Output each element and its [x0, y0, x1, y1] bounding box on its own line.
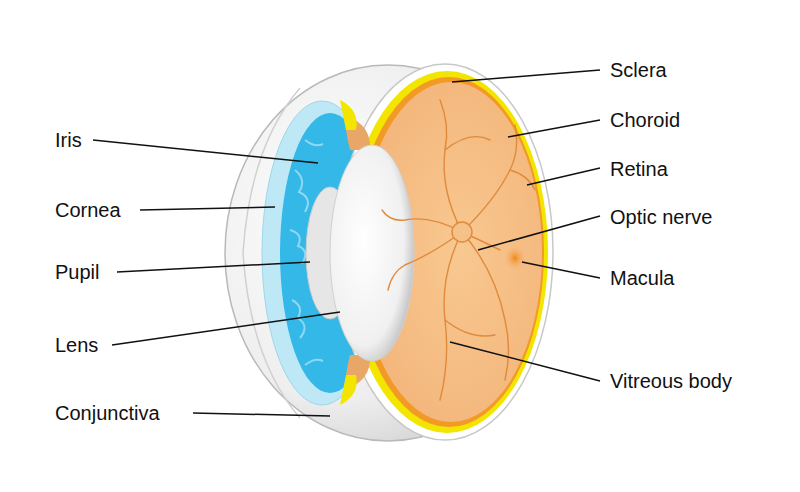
leader-line: [508, 120, 600, 137]
eyeball-surface: [225, 65, 551, 441]
part-label: Macula: [610, 266, 674, 290]
iris-root: [340, 375, 357, 405]
part-label: Vitreous body: [610, 369, 732, 393]
leader-line: [93, 140, 318, 163]
leader-line: [522, 262, 600, 278]
optic-disc: [452, 222, 472, 242]
leader-lines: [93, 70, 600, 416]
leader-line: [112, 312, 340, 345]
part-label: Pupil: [55, 260, 99, 284]
part-label: Optic nerve: [610, 205, 712, 229]
leader-line: [452, 70, 600, 82]
leader-line: [450, 342, 600, 381]
part-label: Retina: [610, 157, 668, 181]
part-label: Choroid: [610, 108, 680, 132]
leader-line: [478, 216, 600, 250]
part-label: Sclera: [610, 58, 667, 82]
leader-line: [193, 413, 330, 416]
lens-shape: [330, 145, 414, 361]
blood-vessels: [382, 100, 535, 400]
part-label: Conjunctiva: [55, 401, 160, 425]
part-label: Cornea: [55, 198, 121, 222]
iris-root: [340, 100, 357, 130]
leader-line: [527, 168, 600, 185]
leader-line: [117, 262, 310, 272]
part-label: Lens: [55, 333, 98, 357]
part-label: Iris: [55, 128, 82, 152]
leader-line: [140, 207, 275, 210]
macula-spot: [503, 244, 527, 272]
